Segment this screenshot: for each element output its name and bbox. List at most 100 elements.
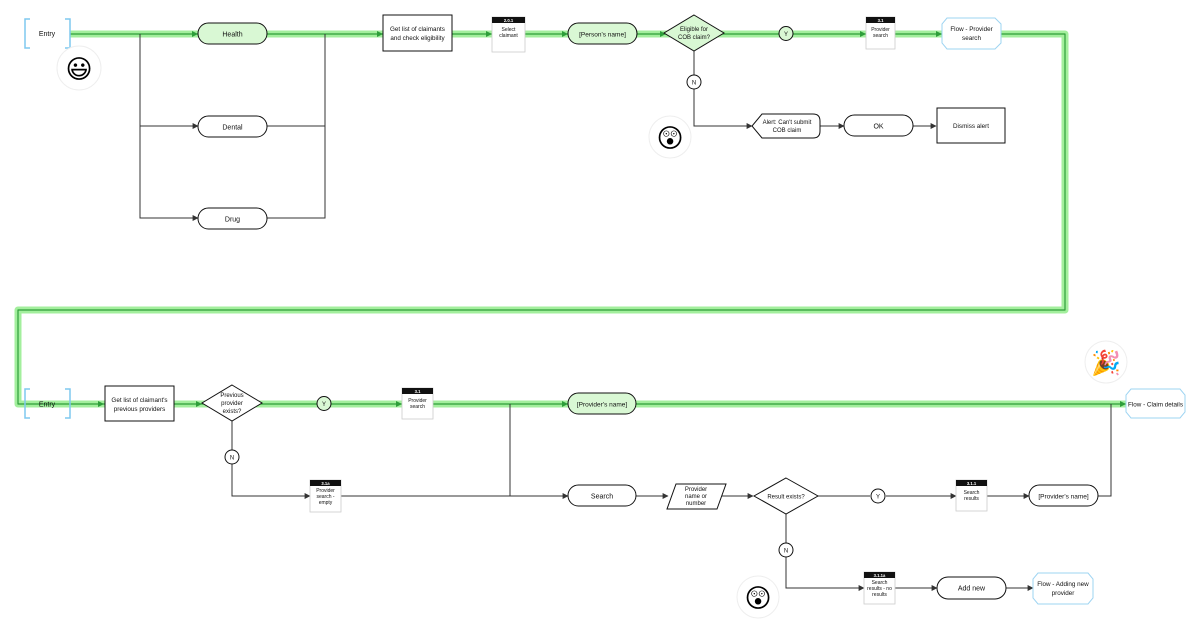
svg-text:OK: OK: [873, 124, 883, 131]
select-claimant-screen[interactable]: 2.0.1 Select claimant: [491, 16, 526, 53]
svg-text:previous providers: previous providers: [114, 406, 165, 413]
svg-text:🎉: 🎉: [1091, 349, 1121, 377]
svg-text:Select: Select: [502, 27, 517, 33]
flow-provider-search[interactable]: Flow - Provider search: [941, 17, 1002, 50]
drug-option[interactable]: Drug: [197, 207, 268, 230]
svg-text:3.1a: 3.1a: [321, 481, 330, 486]
health-option[interactable]: Health: [197, 22, 268, 45]
provider-search-screen-row1[interactable]: 3.1 Provider search: [865, 16, 896, 50]
dental-option[interactable]: Dental: [197, 115, 268, 138]
svg-text:Search: Search: [964, 490, 980, 496]
svg-text:COB claim: COB claim: [773, 128, 802, 134]
svg-text:3.1.1: 3.1.1: [967, 481, 977, 486]
svg-text:Flow - Claim details: Flow - Claim details: [1128, 402, 1183, 409]
svg-text:number: number: [686, 501, 706, 507]
no-badge-row1: N: [686, 74, 702, 90]
svg-text:3.1: 3.1: [415, 389, 421, 394]
svg-text:😲: 😲: [656, 124, 683, 154]
eligible-decision: Eligible for COB claim?: [663, 14, 725, 52]
svg-text:[Person's name]: [Person's name]: [579, 32, 626, 39]
no-badge-row2: N: [224, 449, 240, 465]
row1-connectors: [139, 34, 937, 221]
svg-text:exists?: exists?: [223, 409, 242, 415]
previous-provider-decision: Previous provider exists?: [201, 384, 263, 422]
svg-text:name or: name or: [685, 494, 707, 500]
shocked-emoji-sticker-top: 😲: [648, 115, 692, 159]
svg-text:Eligible for: Eligible for: [680, 27, 708, 33]
svg-text:Flow - Provider: Flow - Provider: [950, 26, 992, 33]
yes-badge-row2-search: Y: [870, 488, 886, 504]
svg-text:Health: Health: [222, 32, 242, 39]
svg-text:and check eligibility: and check eligibility: [390, 35, 445, 42]
search-node[interactable]: Search: [567, 484, 637, 507]
search-results-no-results-screen[interactable]: 3.1.1a Search results - no results: [863, 571, 896, 605]
svg-text:3.1: 3.1: [878, 18, 884, 23]
svg-text:Get list of claimant's: Get list of claimant's: [111, 397, 167, 404]
row1-arrowheads: [192, 31, 942, 37]
row2-arrowheads: [98, 401, 1126, 407]
svg-text:search: search: [410, 404, 425, 410]
shocked-emoji-sticker-bottom: 😲: [736, 575, 780, 619]
svg-text:provider: provider: [1052, 590, 1075, 597]
svg-text:Add new: Add new: [958, 586, 986, 593]
svg-text:Search: Search: [591, 494, 613, 501]
svg-text:Provider: Provider: [871, 27, 890, 33]
svg-text:results: results: [872, 592, 887, 598]
entry-node-row1: Entry: [24, 18, 71, 49]
ok-button-node[interactable]: OK: [843, 114, 914, 137]
provider-search-screen-row2[interactable]: 3.1 Provider search: [401, 387, 434, 420]
provider-name-number-input: Provider name or number: [666, 483, 727, 510]
persons-name-node[interactable]: [Person's name]: [567, 22, 638, 45]
svg-text:provider: provider: [221, 401, 243, 407]
providers-name-node-top[interactable]: [Provider's name]: [567, 392, 637, 415]
entry-label: Entry: [39, 31, 56, 38]
svg-text:search: search: [873, 33, 888, 39]
svg-text:Drug: Drug: [225, 217, 240, 224]
svg-text:Provider: Provider: [316, 488, 335, 494]
svg-text:Dismiss alert: Dismiss alert: [953, 123, 989, 130]
dismiss-alert-process: Dismiss alert: [936, 107, 1006, 144]
svg-text:😲: 😲: [744, 584, 771, 614]
svg-text:Get list of claimants: Get list of claimants: [390, 26, 445, 33]
svg-text:claimant: claimant: [499, 33, 518, 39]
yes-badge-row1: Y: [778, 26, 794, 41]
svg-text:N: N: [784, 549, 788, 555]
entry-node-row2: Entry: [24, 388, 71, 419]
svg-text:[Provider's name]: [Provider's name]: [577, 402, 628, 409]
svg-text:N: N: [692, 81, 696, 87]
svg-text:COB claim?: COB claim?: [678, 35, 711, 41]
add-new-node[interactable]: Add new: [936, 576, 1007, 600]
svg-text:Result exists?: Result exists?: [767, 495, 805, 501]
svg-text:Dental: Dental: [222, 125, 243, 132]
flow-adding-new-provider[interactable]: Flow - Adding new provider: [1032, 572, 1094, 605]
svg-text:N: N: [230, 456, 234, 462]
party-emoji-sticker: 🎉: [1084, 340, 1128, 384]
svg-text:search -: search -: [316, 494, 334, 500]
svg-text:Y: Y: [784, 32, 788, 38]
svg-text:empty: empty: [319, 500, 333, 506]
svg-text:Flow - Adding new: Flow - Adding new: [1037, 581, 1089, 588]
svg-text:😃: 😃: [65, 55, 92, 85]
svg-text:Alert: Can't submit: Alert: Can't submit: [763, 120, 812, 126]
svg-text:[Provider's name]: [Provider's name]: [1038, 494, 1089, 501]
flow-claim-details[interactable]: Flow - Claim details: [1125, 388, 1186, 419]
row2-connectors: [231, 404, 1112, 591]
smile-emoji-sticker: 😃: [56, 45, 102, 91]
yes-badge-row2: Y: [316, 396, 332, 411]
svg-text:results - no: results - no: [867, 586, 892, 592]
provider-search-empty-screen[interactable]: 3.1a Provider search - empty: [309, 479, 342, 513]
svg-text:Provider: Provider: [408, 398, 427, 404]
highlight-path: [14, 30, 1126, 408]
svg-text:Y: Y: [322, 402, 326, 408]
svg-text:Y: Y: [876, 495, 880, 501]
alert-cant-submit: Alert: Can't submit COB claim: [751, 113, 821, 139]
svg-text:results: results: [964, 496, 979, 502]
get-previous-providers-process: Get list of claimant's previous provider…: [104, 385, 175, 422]
providers-name-node-bottom[interactable]: [Provider's name]: [1028, 484, 1099, 507]
get-claimants-process: Get list of claimants and check eligibil…: [382, 14, 453, 52]
search-results-screen[interactable]: 3.1.1 Search results: [955, 479, 988, 512]
result-exists-decision: Result exists?: [752, 477, 820, 515]
svg-text:Entry: Entry: [39, 402, 56, 409]
svg-text:search: search: [962, 35, 981, 42]
